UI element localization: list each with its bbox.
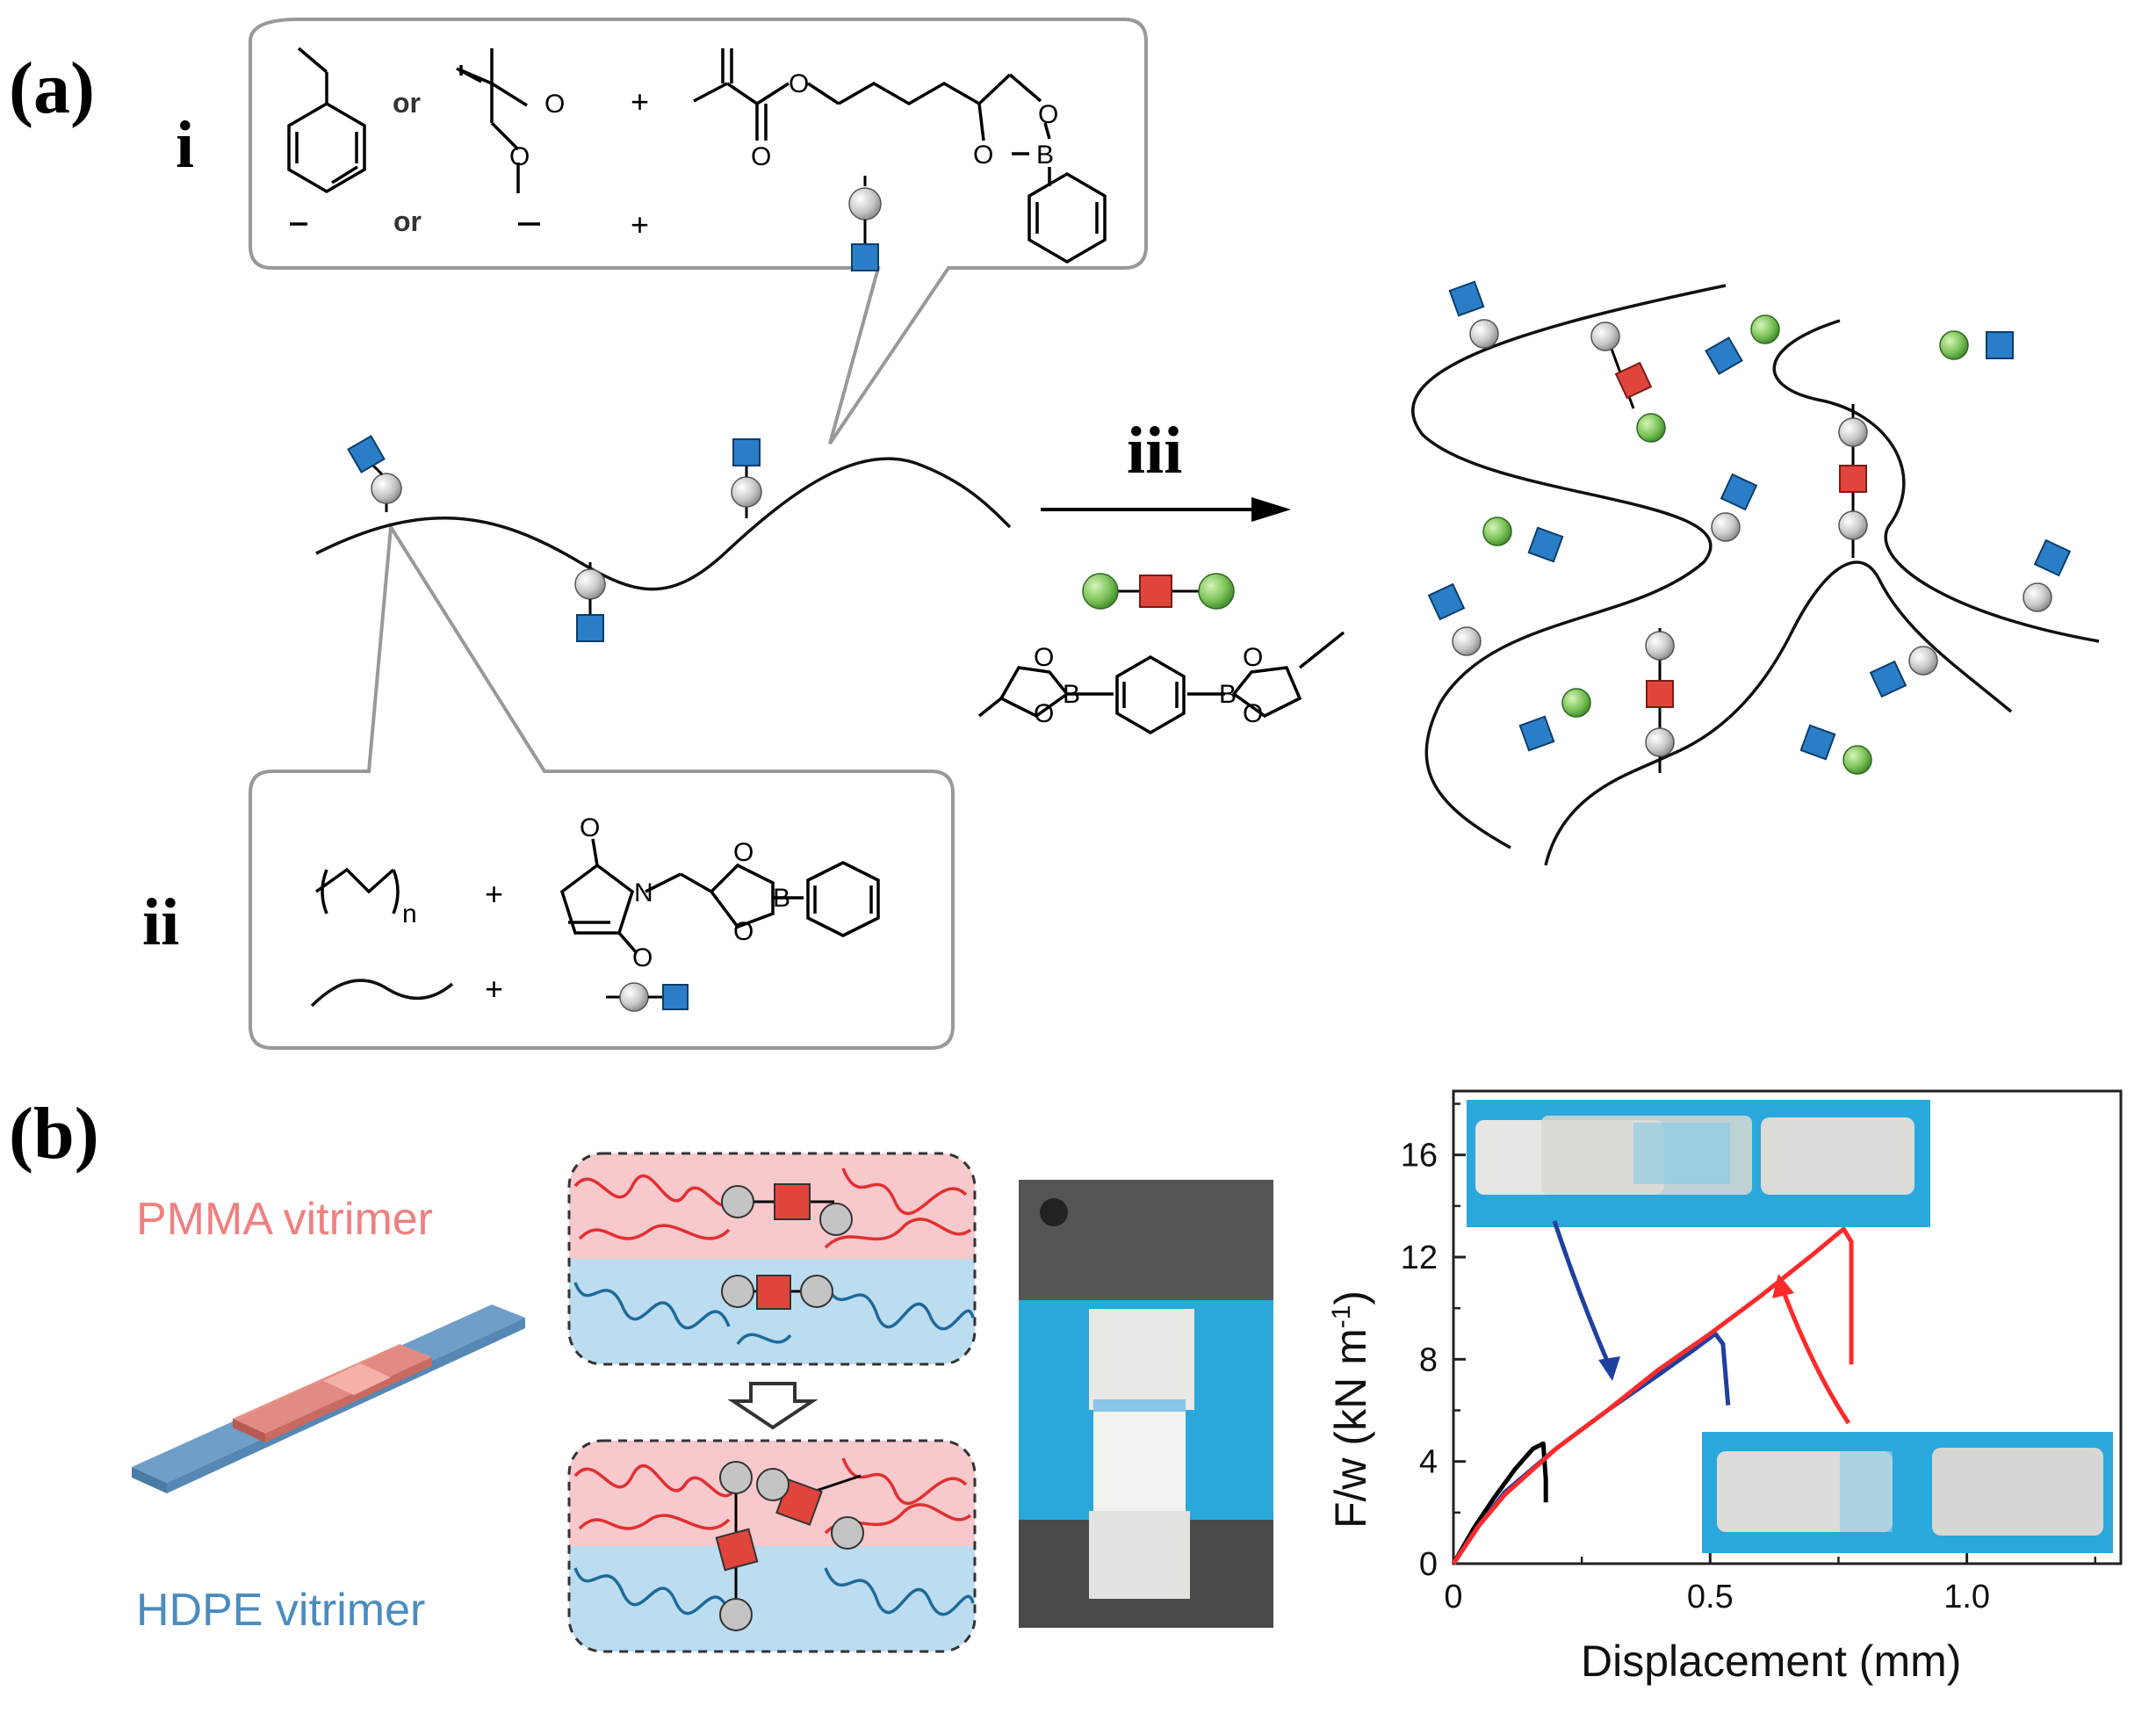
plus-sign-2: + xyxy=(631,206,649,242)
subscript-n: n xyxy=(402,900,417,929)
callout-box-ii xyxy=(249,521,955,1050)
crosslinker-atom-o3: O xyxy=(1243,643,1263,672)
crosslinker-icon xyxy=(1082,573,1235,610)
crosslinker-atom-o1: O xyxy=(1034,643,1054,672)
plus-sign-4: + xyxy=(485,971,503,1007)
x-tick-label: 0.5 xyxy=(1687,1579,1734,1615)
bis-dioxaborolane-structure xyxy=(977,631,1345,735)
y-tick-label: 16 xyxy=(1401,1138,1438,1175)
chart-ticks: 0 0.5 1.0 0 4 8 12 16 xyxy=(1401,1102,2097,1615)
ring-ii-atom-o2: O xyxy=(733,917,754,946)
pendant-group xyxy=(574,562,606,642)
maleimide-dioxaborolane-structure xyxy=(559,838,880,955)
crosslinker-atom-b1: B xyxy=(1063,680,1080,709)
force-displacement-chart: 0 0.5 1.0 0 4 8 12 16 Displacement (mm) F/w (kN… xyxy=(1326,1089,2123,1686)
vitrimer-network xyxy=(1411,280,2100,866)
y-tick-label: 12 xyxy=(1401,1240,1438,1276)
roman-label-i: i xyxy=(176,108,194,182)
series-line-1 xyxy=(1451,1441,1548,1565)
mma-structure xyxy=(456,48,528,193)
methacrylate-dioxaborolane-structure xyxy=(693,48,1107,264)
interface-before-schematic xyxy=(567,1152,977,1366)
y-tick-label: 8 xyxy=(1419,1341,1438,1378)
series-line-3 xyxy=(1451,1226,1854,1565)
callout-box-i xyxy=(249,18,1148,445)
ball-square-icon-ii xyxy=(606,982,689,1012)
pendant-group xyxy=(731,438,762,518)
plus-sign-3: + xyxy=(485,876,503,912)
maleimide-atom-n: N xyxy=(634,878,653,907)
maleimide-atom-o1: O xyxy=(580,813,600,842)
ring-atom-o2: O xyxy=(973,141,993,170)
pmma-vitrimer-label: PMMA vitrimer xyxy=(136,1194,433,1245)
or-text-2: or xyxy=(393,206,422,237)
inset-photo-bottom xyxy=(1702,1432,2113,1553)
roman-label-iii: iii xyxy=(1127,414,1182,488)
y-tick-label: 4 xyxy=(1419,1444,1438,1481)
interface-after-schematic xyxy=(567,1439,977,1653)
x-axis-label: Displacement (mm) xyxy=(1581,1637,1961,1686)
ring-ii-atom-b: B xyxy=(773,884,790,913)
styrene-structure xyxy=(287,47,366,194)
down-arrow-icon xyxy=(727,1382,818,1430)
plus-sign-1: + xyxy=(631,83,649,119)
x-tick-label: 1.0 xyxy=(1943,1579,1990,1615)
annotation-arrow-red xyxy=(1772,1274,1851,1425)
y-tick-label: 0 xyxy=(1419,1546,1438,1583)
or-text-1: or xyxy=(393,87,421,119)
y-axis-label-close: ) xyxy=(1326,1290,1375,1305)
ring-ii-atom-o1: O xyxy=(733,838,754,867)
tensile-test-photo xyxy=(1019,1180,1273,1628)
y-axis-label-text: F/w (kN m xyxy=(1326,1328,1375,1529)
crosslinker-atom-b2: B xyxy=(1219,680,1237,709)
series-line-2 xyxy=(1451,1331,1731,1565)
lap-joint-specimen xyxy=(132,1305,525,1493)
annotation-arrow-blue xyxy=(1552,1220,1620,1381)
ring-atom-b: B xyxy=(1036,141,1054,170)
polymer-wave-icon xyxy=(310,979,454,1008)
reaction-arrow-head xyxy=(1251,497,1291,522)
hdpe-vitrimer-label: HDPE vitrimer xyxy=(136,1585,425,1636)
y-axis-label-sup: -1 xyxy=(1327,1305,1356,1329)
functionalized-polymer-chain xyxy=(315,457,1012,591)
ester-atom-o: O xyxy=(789,69,809,98)
mma-atom-o1: O xyxy=(544,90,565,119)
pendant-group xyxy=(347,435,402,512)
crosslinker-atom-o4: O xyxy=(1243,699,1263,728)
chart-lines xyxy=(1451,1226,1854,1565)
y-axis-label: F/w (kN m-1) xyxy=(1326,1290,1375,1529)
ring-atom-o1: O xyxy=(1038,100,1058,129)
polyethylene-structure xyxy=(314,867,400,914)
carbonyl-atom-o: O xyxy=(751,142,771,171)
mma-atom-o2: O xyxy=(509,142,530,171)
crosslinker-atom-o2: O xyxy=(1034,699,1054,728)
plot-frame xyxy=(1452,1089,2123,1565)
inset-photo-top xyxy=(1467,1100,1930,1227)
roman-label-ii: ii xyxy=(142,885,179,959)
maleimide-atom-o2: O xyxy=(632,943,653,972)
panel-label-a: (a) xyxy=(9,47,95,129)
panel-label-b: (b) xyxy=(9,1093,99,1175)
x-tick-label: 0 xyxy=(1444,1579,1462,1615)
ball-square-icon-i xyxy=(848,176,882,271)
